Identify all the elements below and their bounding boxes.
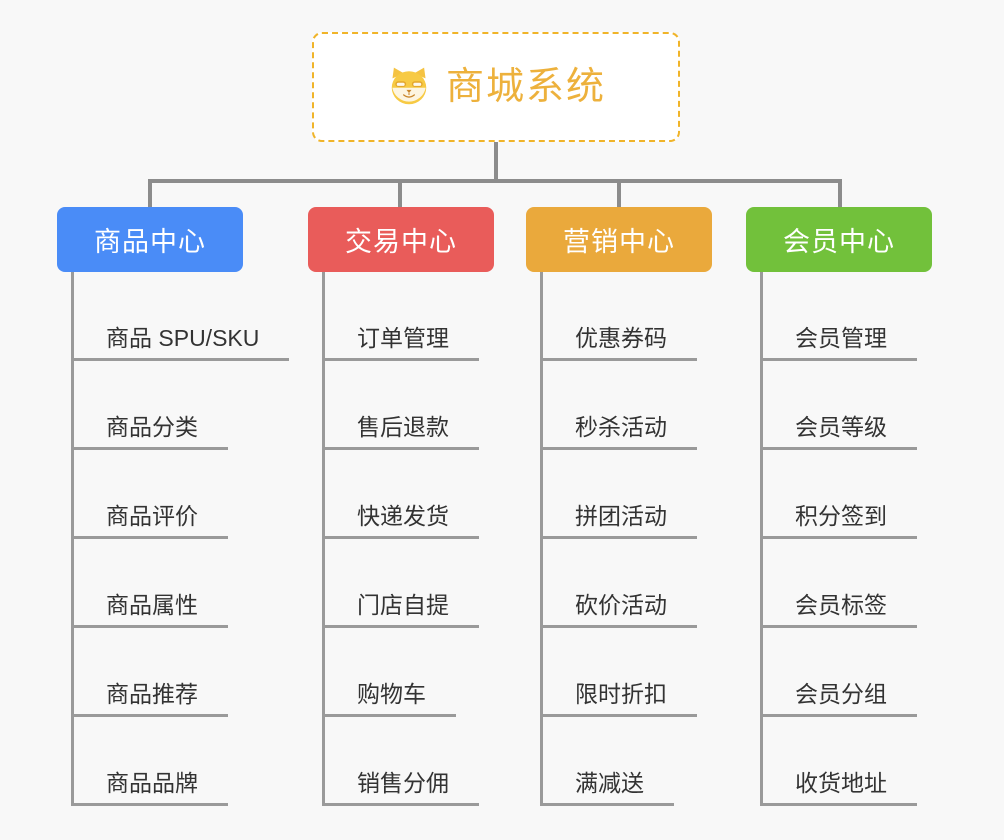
list-item-label: 购物车 [357,675,456,717]
list-item[interactable]: 商品属性 [74,539,287,628]
list-item[interactable]: 积分签到 [763,450,946,539]
list-item[interactable]: 商品品牌 [74,717,287,806]
leaf-underline [74,625,106,628]
list-item-label: 快递发货 [357,497,479,539]
list-item-label: 积分签到 [795,497,917,539]
list-item[interactable]: 门店自提 [325,539,508,628]
leaf-list-member-center: 会员管理 会员等级 积分签到 会员标签 会员分组 收货地址 [760,272,946,806]
list-item[interactable]: 商品 SPU/SKU [74,272,290,361]
list-item-label: 优惠券码 [575,319,697,361]
list-item-label: 会员等级 [795,408,917,450]
list-item[interactable]: 会员等级 [763,361,946,450]
root-node-title: 商城系统 [445,66,606,108]
leaf-underline [543,625,575,628]
list-item[interactable]: 会员分组 [763,628,946,717]
list-item-label: 会员分组 [795,675,917,717]
leaf-underline [325,447,357,450]
leaf-underline [74,714,106,717]
leaf-list-trade-center: 订单管理 售后退款 快递发货 门店自提 购物车 销售分佣 [322,272,508,806]
branch-header-marketing-center[interactable]: 营销中心 [526,207,712,272]
list-item-label: 秒杀活动 [575,408,697,450]
leaf-underline [763,447,795,450]
leaf-underline [763,803,795,806]
leaf-underline [763,714,795,717]
list-item-label: 收货地址 [795,764,917,806]
connector-branch-4-vertical [838,179,842,209]
leaf-underline [74,447,106,450]
list-item-label: 商品属性 [106,586,228,628]
list-item-label: 会员管理 [795,319,917,361]
list-item[interactable]: 销售分佣 [325,717,508,806]
list-item-label: 售后退款 [357,408,479,450]
connector-branch-3-vertical [617,179,621,209]
list-item[interactable]: 满减送 [543,717,726,806]
list-item-label: 商品分类 [106,408,228,450]
list-item[interactable]: 收货地址 [763,717,946,806]
leaf-underline [74,536,106,539]
list-item[interactable]: 砍价活动 [543,539,726,628]
connector-root-vertical [494,142,498,181]
leaf-underline [325,803,357,806]
list-item[interactable]: 快递发货 [325,450,508,539]
leaf-underline [325,625,357,628]
list-item[interactable]: 会员管理 [763,272,946,361]
shiba-dog-icon [391,67,427,105]
leaf-underline [543,447,575,450]
list-item-label: 商品推荐 [106,675,228,717]
list-item[interactable]: 秒杀活动 [543,361,726,450]
connector-branch-2-vertical [398,179,402,209]
leaf-underline [74,803,106,806]
list-item-label: 订单管理 [357,319,479,361]
root-node-mall-system[interactable]: 商城系统 [312,32,680,142]
list-item-label: 商品评价 [106,497,228,539]
connector-branch-1-vertical [148,179,152,209]
leaf-underline [325,536,357,539]
list-item[interactable]: 商品推荐 [74,628,287,717]
leaf-underline [543,803,575,806]
leaf-underline [74,358,106,361]
list-item-label: 满减送 [575,764,674,806]
branch-marketing-center: 营销中心 优惠券码 秒杀活动 拼团活动 砍价活动 限时折扣 满减送 [526,207,726,806]
branch-trade-center: 交易中心 订单管理 售后退款 快递发货 门店自提 购物车 销售分佣 [308,207,508,806]
connector-horizontal-bus [148,179,842,183]
leaf-underline [543,714,575,717]
branch-header-trade-center[interactable]: 交易中心 [308,207,494,272]
leaf-underline [763,625,795,628]
list-item[interactable]: 优惠券码 [543,272,726,361]
leaf-underline [543,358,575,361]
list-item[interactable]: 购物车 [325,628,508,717]
list-item-label: 商品 SPU/SKU [106,319,290,361]
list-item[interactable]: 售后退款 [325,361,508,450]
branch-product-center: 商品中心 商品 SPU/SKU 商品分类 商品评价 商品属性 商品推荐 商品品牌 [57,207,290,806]
leaf-list-product-center: 商品 SPU/SKU 商品分类 商品评价 商品属性 商品推荐 商品品牌 [71,272,290,806]
list-item[interactable]: 商品评价 [74,450,287,539]
list-item[interactable]: 拼团活动 [543,450,726,539]
list-item-label: 销售分佣 [357,764,479,806]
leaf-list-marketing-center: 优惠券码 秒杀活动 拼团活动 砍价活动 限时折扣 满减送 [540,272,726,806]
leaf-underline [763,536,795,539]
list-item-label: 限时折扣 [575,675,697,717]
leaf-underline [543,536,575,539]
branch-header-product-center[interactable]: 商品中心 [57,207,243,272]
list-item-label: 会员标签 [795,586,917,628]
leaf-underline [325,358,357,361]
branch-header-member-center[interactable]: 会员中心 [746,207,932,272]
list-item[interactable]: 会员标签 [763,539,946,628]
leaf-underline [325,714,357,717]
branch-member-center: 会员中心 会员管理 会员等级 积分签到 会员标签 会员分组 收货地址 [746,207,946,806]
list-item-label: 商品品牌 [106,764,228,806]
list-item-label: 拼团活动 [575,497,697,539]
list-item[interactable]: 订单管理 [325,272,508,361]
leaf-underline [763,358,795,361]
list-item[interactable]: 限时折扣 [543,628,726,717]
list-item-label: 门店自提 [357,586,479,628]
list-item-label: 砍价活动 [575,586,697,628]
list-item[interactable]: 商品分类 [74,361,287,450]
